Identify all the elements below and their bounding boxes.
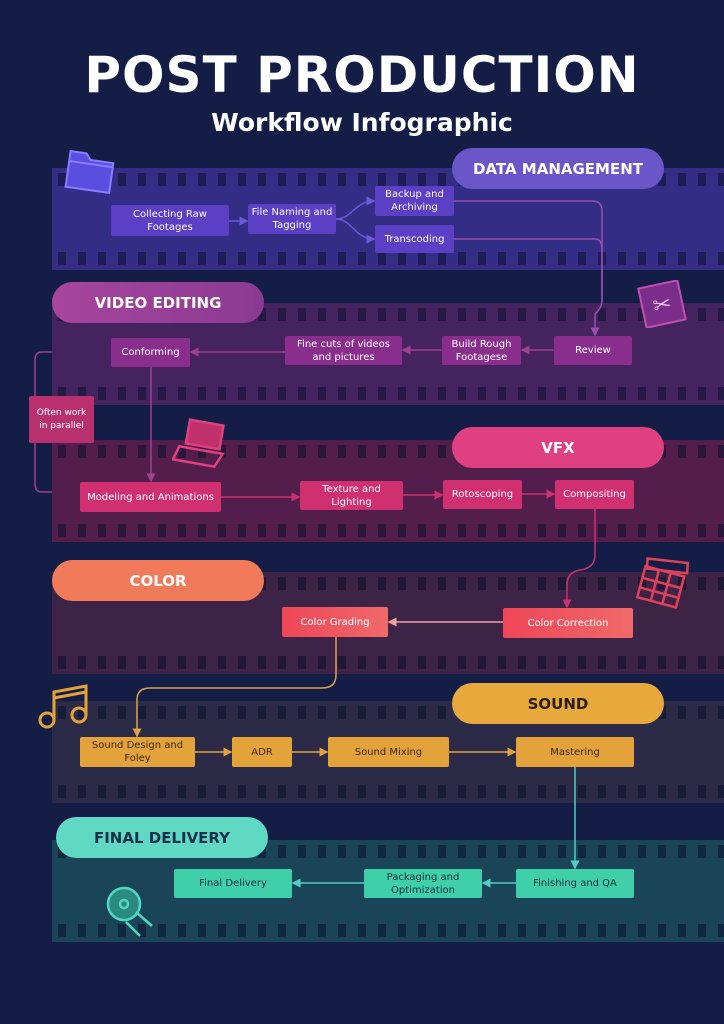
step-adr: ADR bbox=[232, 737, 292, 767]
step-color-grading: Color Grading bbox=[282, 607, 388, 637]
step-packaging: Packaging and Optimization bbox=[364, 869, 482, 898]
section-header-color: COLOR bbox=[52, 560, 264, 601]
step-sound-mixing: Sound Mixing bbox=[328, 737, 449, 767]
step-build-rough: Build Rough Footagese bbox=[442, 336, 521, 365]
hand-disc-icon bbox=[106, 886, 153, 937]
section-header-data-management: DATA MANAGEMENT bbox=[452, 148, 664, 189]
step-backup-archiving: Backup and Archiving bbox=[375, 186, 454, 216]
section-header-sound: SOUND bbox=[452, 683, 664, 724]
step-final-delivery: Final Delivery bbox=[174, 869, 292, 898]
folder-icon bbox=[64, 149, 115, 195]
parallel-note: Often work in parallel bbox=[29, 396, 94, 443]
clapperboard-icon bbox=[635, 557, 690, 609]
subtitle: Workflow Infographic bbox=[211, 108, 513, 137]
section-header-final-delivery: FINAL DELIVERY bbox=[56, 817, 268, 858]
step-compositing: Compositing bbox=[555, 480, 634, 509]
step-color-correction: Color Correction bbox=[503, 608, 633, 638]
laptop-icon bbox=[172, 418, 225, 469]
step-collecting-raw-footages: Collecting Raw Footages bbox=[111, 205, 229, 236]
step-finishing-qa: Finishing and QA bbox=[516, 869, 634, 898]
music-notes-icon bbox=[38, 684, 88, 729]
film-scissors-icon: ✂ bbox=[637, 280, 687, 328]
section-header-vfx: VFX bbox=[452, 427, 664, 468]
main-title: POST PRODUCTION bbox=[84, 46, 640, 104]
step-sound-design: Sound Design and Foley bbox=[80, 737, 195, 767]
step-rotoscoping: Rotoscoping bbox=[443, 480, 522, 509]
step-file-naming: File Naming and Tagging bbox=[248, 204, 336, 234]
step-conforming: Conforming bbox=[111, 338, 190, 367]
step-texture-lighting: Texture and Lighting bbox=[300, 481, 403, 510]
step-mastering: Mastering bbox=[516, 737, 634, 767]
section-header-video-editing: VIDEO EDITING bbox=[52, 282, 264, 323]
svg-text:✂: ✂ bbox=[651, 291, 674, 319]
step-fine-cuts: Fine cuts of videos and pictures bbox=[285, 336, 402, 365]
step-modeling: Modeling and Animations bbox=[80, 482, 221, 512]
step-review: Review bbox=[554, 336, 632, 365]
step-transcoding: Transcoding bbox=[375, 225, 454, 253]
